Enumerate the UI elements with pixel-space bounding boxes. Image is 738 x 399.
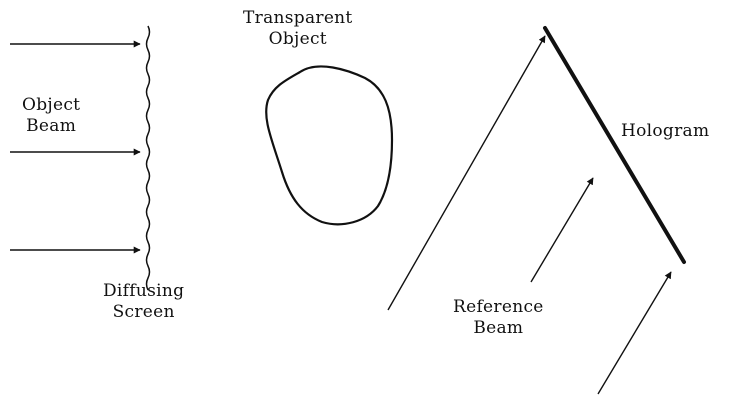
hologram-label-text: Hologram: [621, 121, 710, 141]
reference-beam-label: Reference Beam: [453, 297, 544, 339]
reference-beam-label-line1: Reference: [453, 297, 544, 317]
object-beam-label: Object Beam: [22, 95, 80, 137]
reference-beam-arrow-long: [387, 35, 546, 311]
diffusing-screen-label-line1: Diffusing: [103, 281, 185, 301]
transparent-object-shape: [265, 65, 394, 226]
transparent-object-label: Transparent Object: [243, 8, 353, 50]
reference-beam-arrow-bottom: [597, 271, 672, 395]
object-beam-label-line2: Beam: [26, 116, 77, 136]
diffusing-screen: [145, 25, 151, 291]
hologram-plate: [543, 26, 686, 264]
transparent-object-label-line1: Transparent: [243, 8, 353, 28]
hologram-label: Hologram: [621, 121, 709, 142]
object-beam-label-line1: Object: [22, 95, 81, 115]
diffusing-screen-label: Diffusing Screen: [103, 281, 184, 323]
diffusing-screen-label-line2: Screen: [112, 302, 175, 322]
reference-beam-label-line2: Beam: [473, 318, 524, 338]
reference-beam-arrow-middle: [530, 177, 594, 283]
transparent-object-label-line2: Object: [268, 29, 327, 49]
